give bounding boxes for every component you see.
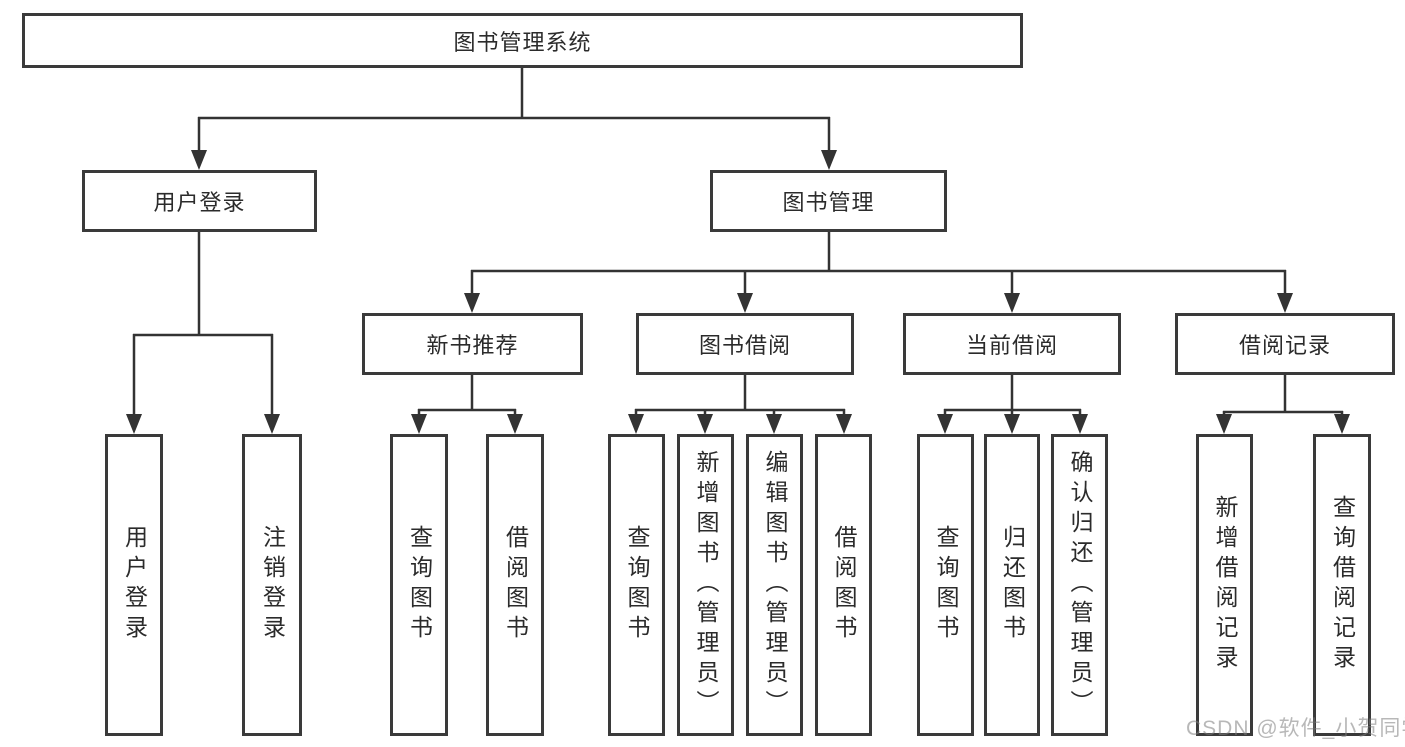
node-br-query-record: 查询借阅记录 <box>1313 434 1371 736</box>
node-user-login-action: 用户登录 <box>105 434 163 736</box>
node-cb-return-books: 归还图书 <box>984 434 1040 736</box>
node-cb-query-books: 查询图书 <box>917 434 974 736</box>
node-borrowing-records: 借阅记录 <box>1175 313 1395 375</box>
node-current-borrowing: 当前借阅 <box>903 313 1121 375</box>
node-book-borrowing: 图书借阅 <box>636 313 854 375</box>
node-logout-action: 注销登录 <box>242 434 302 736</box>
node-bb-add-books-admin: 新增图书（管理员） <box>677 434 734 736</box>
node-nbr-borrow-books: 借阅图书 <box>486 434 544 736</box>
node-nbr-query-books: 查询图书 <box>390 434 448 736</box>
node-book-management: 图书管理 <box>710 170 947 232</box>
csdn-watermark: CSDN @软件_小贺同学 <box>1186 717 1405 740</box>
node-user-login: 用户登录 <box>82 170 317 232</box>
node-new-book-recommend: 新书推荐 <box>362 313 583 375</box>
arrowheads <box>126 150 1350 434</box>
node-bb-query-books: 查询图书 <box>608 434 665 736</box>
node-root: 图书管理系统 <box>22 13 1023 68</box>
node-bb-edit-books-admin: 编辑图书（管理员） <box>746 434 803 736</box>
node-br-add-record: 新增借阅记录 <box>1196 434 1253 736</box>
node-cb-confirm-return-admin: 确认归还（管理员） <box>1051 434 1108 736</box>
node-bb-borrow-books: 借阅图书 <box>815 434 872 736</box>
